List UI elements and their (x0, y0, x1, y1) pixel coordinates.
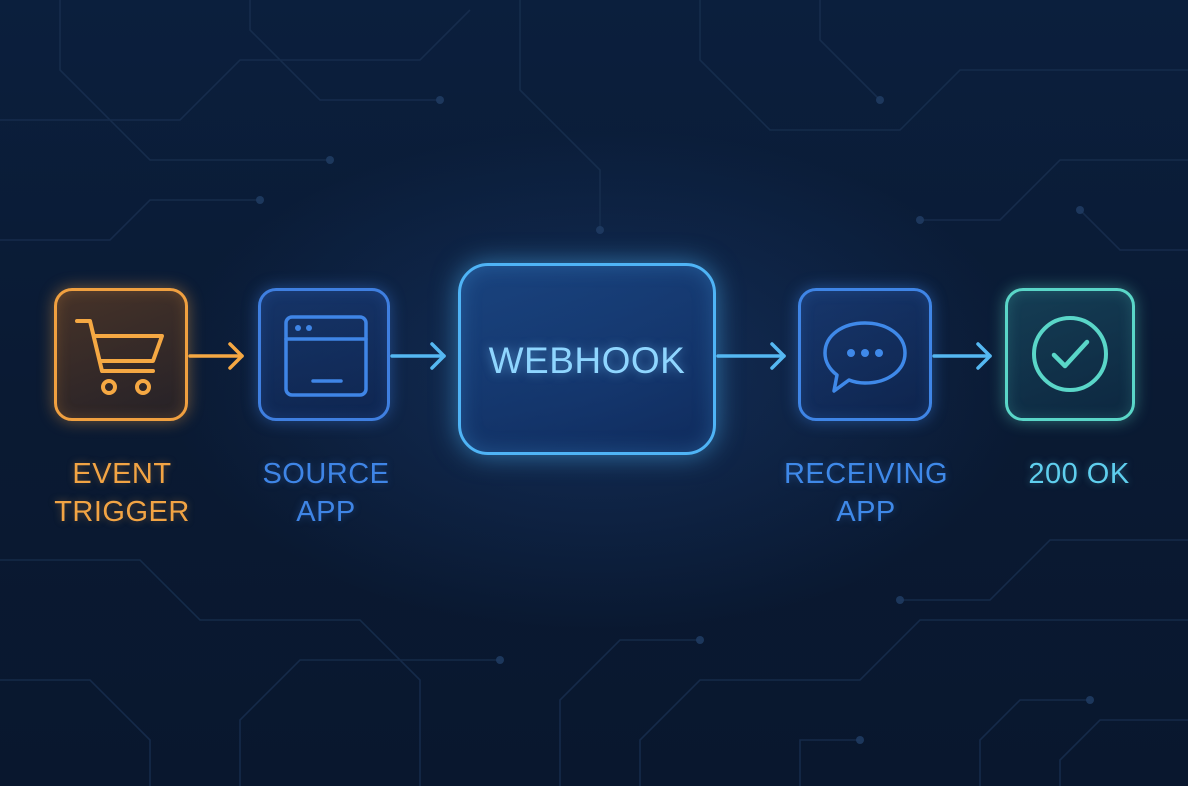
node-200-ok (1005, 288, 1135, 421)
arrow-webhook-to-receiving (716, 342, 786, 370)
arrow-event-to-source (188, 342, 244, 370)
caption-event-trigger: EVENT TRIGGER (30, 455, 214, 531)
arrow-receiving-to-ok (932, 342, 992, 370)
caption-line: APP (836, 496, 896, 528)
caption-200-ok: 200 OK (990, 455, 1168, 493)
caption-line: TRIGGER (54, 496, 190, 528)
node-webhook: WEBHOOK (458, 263, 716, 455)
caption-line: EVENT (72, 458, 172, 490)
check-circle-icon (1032, 316, 1108, 392)
browser-window-icon (284, 315, 368, 397)
arrow-source-to-webhook (390, 342, 446, 370)
shopping-cart-icon (75, 319, 164, 395)
webhook-label: WEBHOOK (488, 340, 686, 381)
caption-source-app: SOURCE APP (234, 455, 418, 531)
caption-line: 200 OK (1028, 458, 1130, 490)
caption-receiving-app: RECEIVING APP (766, 455, 966, 531)
caption-line: RECEIVING (783, 458, 949, 490)
chat-bubble-icon (823, 321, 907, 393)
node-source-app (258, 288, 390, 421)
caption-line: SOURCE (262, 458, 390, 490)
node-event-trigger (54, 288, 188, 421)
caption-line: APP (296, 496, 356, 528)
node-receiving-app (798, 288, 932, 421)
